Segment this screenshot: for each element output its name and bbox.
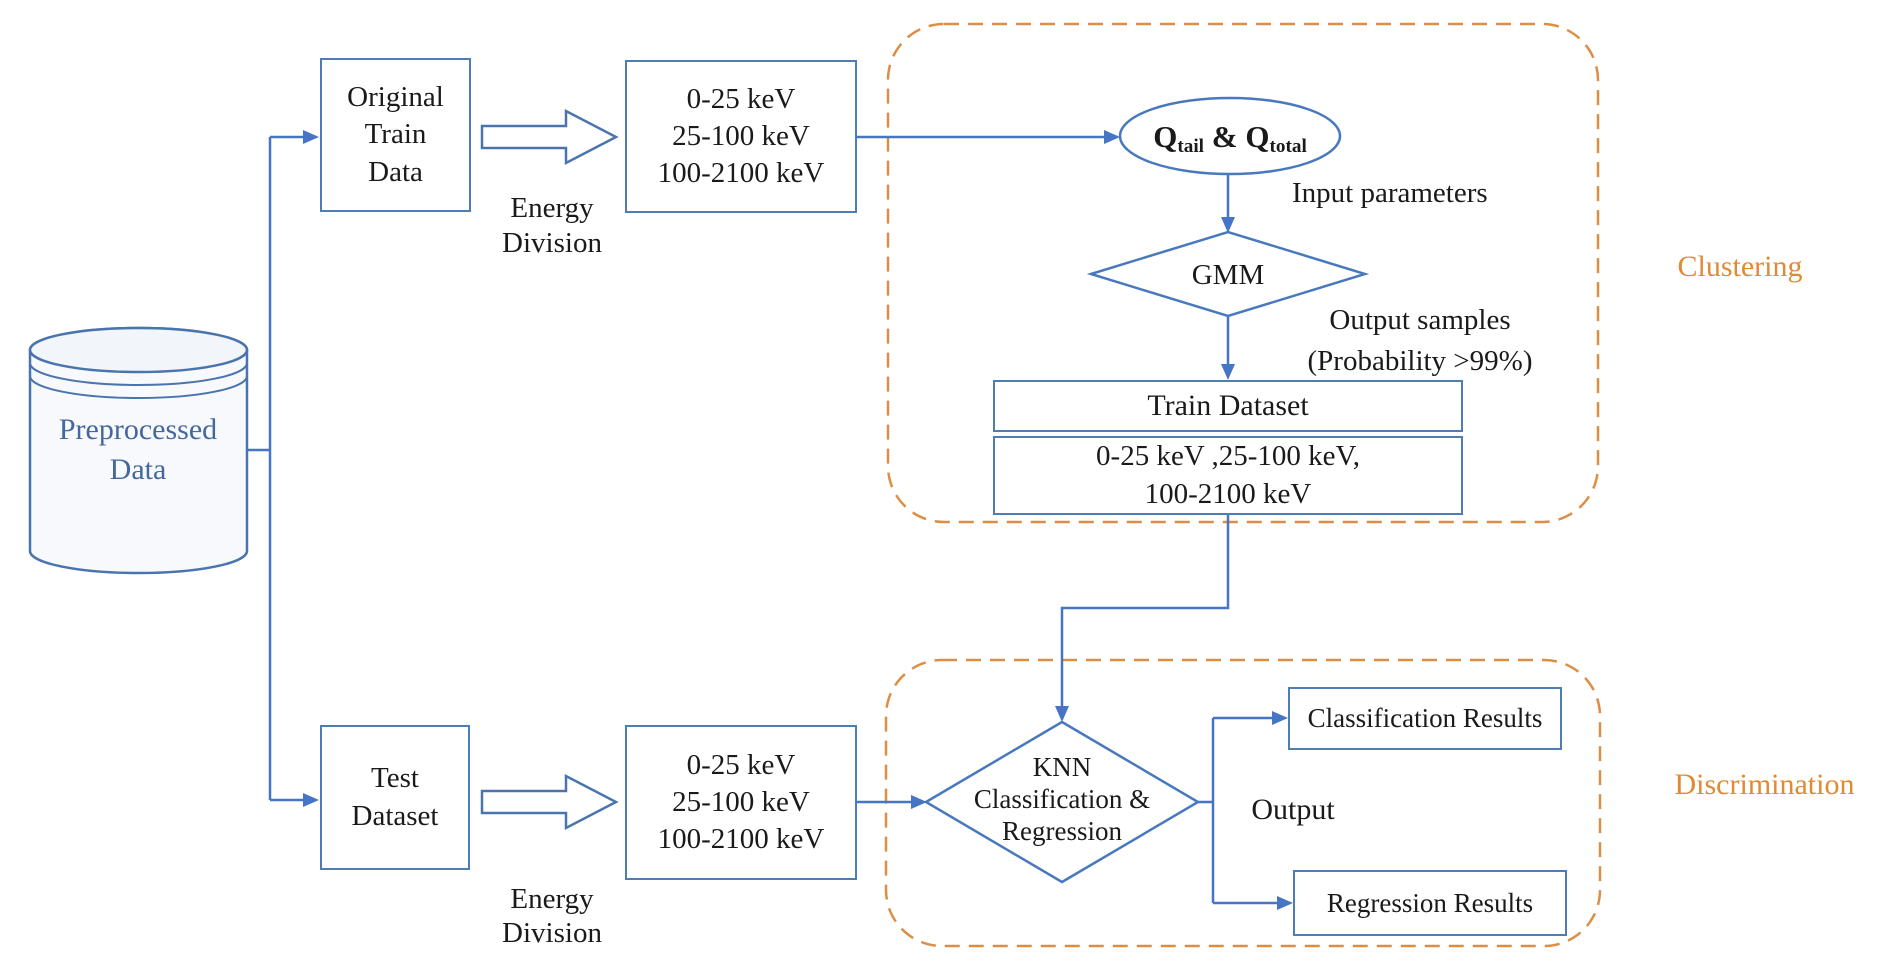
test-dataset-line2: Dataset <box>351 799 439 832</box>
energy-division-label-top: Energy Division <box>462 191 642 261</box>
arrowhead-icon <box>1104 130 1120 144</box>
preprocessed-line2: Data <box>109 453 167 486</box>
train-dataset-bands-box: 0-25 keV ,25-100 keV, 100-2100 keV <box>993 436 1463 515</box>
q-parameters-ellipse <box>1118 96 1342 176</box>
classification-results-label: Classification Results <box>1307 703 1543 734</box>
arrowhead-icon <box>1272 711 1288 725</box>
preprocessed-line1: Preprocessed <box>58 413 218 446</box>
knn-output-bracket <box>1198 718 1215 903</box>
knn-line3: Regression <box>1002 816 1122 846</box>
energy-line: Energy <box>510 883 594 915</box>
train-dataset-title-box: Train Dataset <box>993 380 1463 432</box>
band-line1: 0-25 keV <box>686 82 796 115</box>
discrimination-region-label: Discrimination <box>1674 768 1855 801</box>
energy-bands-box-bottom: 0-25 keV 25-100 keV 100-2100 keV <box>625 725 857 880</box>
gmm-diamond <box>1086 230 1370 318</box>
input-parameters-label: Input parameters <box>1292 177 1488 209</box>
train-dataset-bands-line1: 0-25 keV ,25-100 keV, <box>1096 440 1360 473</box>
knn-diamond-label: KNN Classification & Regression <box>952 751 1172 847</box>
energy-division-block-arrow-top <box>480 108 619 166</box>
arrow-train-dataset-to-knn <box>1060 515 1230 706</box>
band-line3: 100-2100 keV <box>657 157 825 190</box>
band-line3: 100-2100 keV <box>657 823 825 856</box>
energy-division-block-arrow-bottom <box>480 773 619 831</box>
arrowhead-icon <box>911 795 927 809</box>
arrowhead-icon <box>1055 706 1069 722</box>
knn-line2: Classification & <box>973 784 1151 814</box>
arrowhead-icon <box>1221 364 1235 380</box>
q-tail-symbol: Q <box>1153 119 1178 154</box>
output-label: Output <box>1251 793 1335 826</box>
database-cylinder-icon <box>28 326 249 575</box>
test-dataset-box: Test Dataset <box>320 725 470 870</box>
energy-line: Energy <box>510 192 594 224</box>
division-line: Division <box>502 917 602 949</box>
preprocessed-data-label: Preprocessed Data <box>28 410 248 490</box>
clustering-region-outline <box>886 22 1600 524</box>
original-train-data-line1: Original <box>347 81 444 114</box>
q-total-symbol: Q <box>1245 119 1270 154</box>
arrowhead-icon <box>1277 896 1293 910</box>
regression-results-label: Regression Results <box>1326 887 1534 918</box>
original-train-data-line3: Data <box>368 155 423 188</box>
arrowheads <box>303 130 1293 910</box>
ampersand-separator: & <box>1204 119 1246 154</box>
arrowhead-icon <box>1221 217 1235 233</box>
band-line1: 0-25 keV <box>686 748 796 781</box>
clustering-region-label: Clustering <box>1677 250 1803 283</box>
energy-bands-box-top: 0-25 keV 25-100 keV 100-2100 keV <box>625 60 857 213</box>
output-samples-line1: Output samples <box>1329 304 1511 336</box>
train-dataset-bands-line2: 100-2100 keV <box>1144 477 1312 510</box>
original-train-data-line2: Train <box>364 118 427 151</box>
test-dataset-line1: Test <box>371 762 419 795</box>
energy-division-label-bottom: Energy Division <box>462 882 642 950</box>
original-train-data-box: Original Train Data <box>320 58 471 212</box>
gmm-label: GMM <box>1191 259 1265 291</box>
regression-results-box: Regression Results <box>1293 870 1567 936</box>
arrowhead-icon <box>303 130 319 144</box>
division-line: Division <box>502 227 602 259</box>
output-samples-line2: (Probability >99%) <box>1307 345 1533 377</box>
connector-lines <box>247 135 1277 905</box>
q-parameters-label: Qtail & Qtotal <box>1125 115 1335 164</box>
knn-line1: KNN <box>1032 752 1092 782</box>
arrowhead-icon <box>303 793 319 807</box>
band-line2: 25-100 keV <box>672 119 810 152</box>
output-samples-label: Output samples (Probability >99%) <box>1295 300 1545 382</box>
classification-results-box: Classification Results <box>1288 687 1562 750</box>
train-dataset-title: Train Dataset <box>1147 388 1309 422</box>
q-tail-subscript: tail <box>1177 136 1204 158</box>
band-line2: 25-100 keV <box>672 785 810 818</box>
q-total-subscript: total <box>1269 136 1307 158</box>
